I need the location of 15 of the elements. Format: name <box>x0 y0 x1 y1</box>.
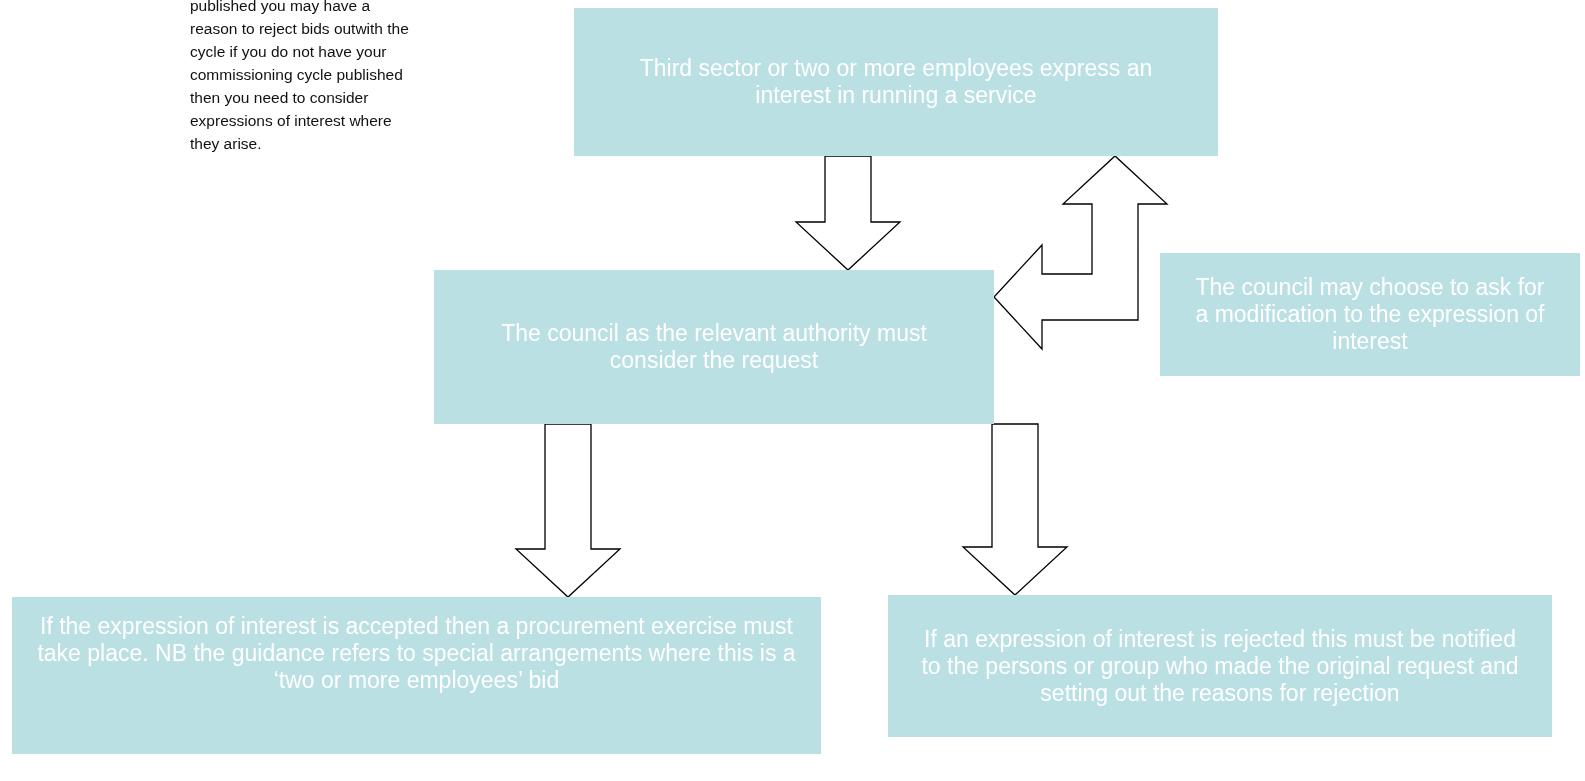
process-box <box>888 595 1552 737</box>
process-box <box>1160 253 1580 376</box>
block-arrow <box>993 155 1169 351</box>
note-text: published you may have a reason to reject bids outwith the cycle if you do not have your commissioning cycle published then you need to consider expressions of interest where they arise. <box>190 0 410 154</box>
block-arrow <box>794 155 902 271</box>
box-text: The council may choose to ask for a modification to the expression of interest <box>1194 274 1546 355</box>
process-box <box>434 270 994 424</box>
block-arrow <box>514 423 622 598</box>
box-text: The council as the relevant authority must consider the request <box>500 320 928 374</box>
block-arrow <box>961 423 1069 596</box>
box-text: Third sector or two or more employees express an interest in running a service <box>638 55 1154 109</box>
process-box <box>574 8 1218 156</box>
box-text: If an expression of interest is rejected this must be notified to the persons or group who made the original request and setting out the reasons for rejection <box>920 625 1520 707</box>
box-text: If the expression of interest is accepted then a procurement exercise must take place. NB the guidance refers to special arrangements where this is a ‘two or more employees’ bid <box>36 613 797 694</box>
process-box <box>12 597 821 754</box>
